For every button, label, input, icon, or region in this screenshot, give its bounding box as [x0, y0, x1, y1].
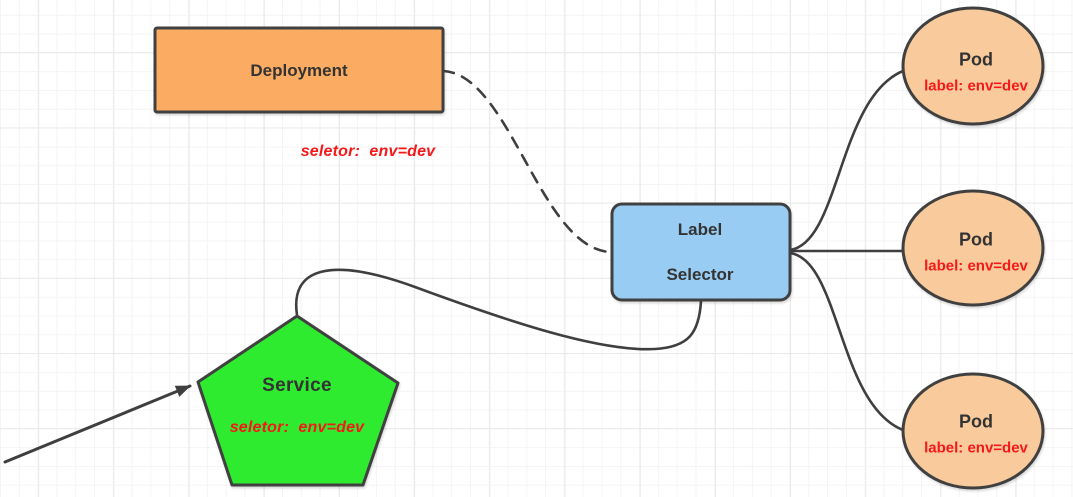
pod-1-shape[interactable] [901, 6, 1045, 126]
deployment-shape[interactable] [153, 26, 445, 114]
ingress-arrow[interactable] [3, 384, 192, 464]
deployment-to-selector-connector[interactable] [441, 69, 612, 254]
selector-to-pod-1-connector[interactable] [789, 69, 904, 252]
service-shape[interactable] [196, 314, 400, 487]
pod-2-shape[interactable] [901, 189, 1045, 307]
pod-3-shape[interactable] [901, 372, 1045, 490]
service-to-selector-connector[interactable] [294, 268, 703, 351]
label-selector-shape[interactable] [610, 202, 792, 302]
selector-to-pod-3-connector[interactable] [789, 251, 904, 432]
